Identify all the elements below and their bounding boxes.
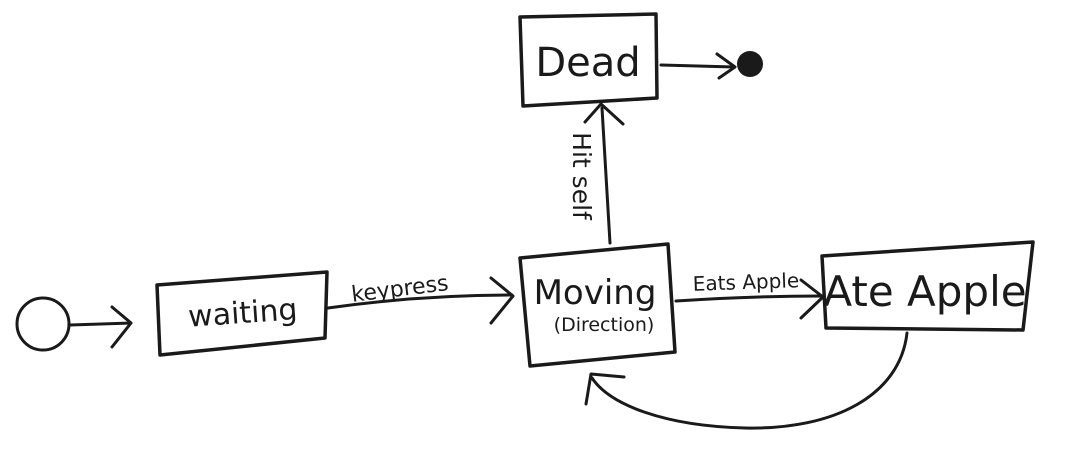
transition-ate-apple-to-moving xyxy=(584,331,909,430)
state-ate-apple-label: Ate Apple xyxy=(823,267,1026,316)
state-moving-label: Moving xyxy=(534,273,657,313)
transition-moving-to-dead: Hit self xyxy=(567,102,625,245)
state-waiting: waiting xyxy=(155,270,329,357)
state-moving-sublabel: (Direction) xyxy=(554,314,655,336)
initial-state xyxy=(15,296,71,352)
transition-dead-to-end xyxy=(659,52,737,80)
final-state xyxy=(737,51,763,77)
transition-keypress-label: keypress xyxy=(350,271,450,308)
transition-start-to-waiting xyxy=(68,305,133,349)
state-ate-apple: Ate Apple xyxy=(820,240,1035,332)
transition-moving-to-ate-apple: Eats Apple xyxy=(674,268,825,320)
transition-hit-self-label: Hit self xyxy=(567,132,596,221)
state-dead-label: Dead xyxy=(535,40,640,86)
state-waiting-label: waiting xyxy=(187,292,299,335)
transition-waiting-to-moving: keypress xyxy=(326,271,515,325)
state-dead: Dead xyxy=(518,12,659,108)
transition-eats-apple-label: Eats Apple xyxy=(692,268,799,296)
state-moving: Moving (Direction) xyxy=(518,242,677,368)
